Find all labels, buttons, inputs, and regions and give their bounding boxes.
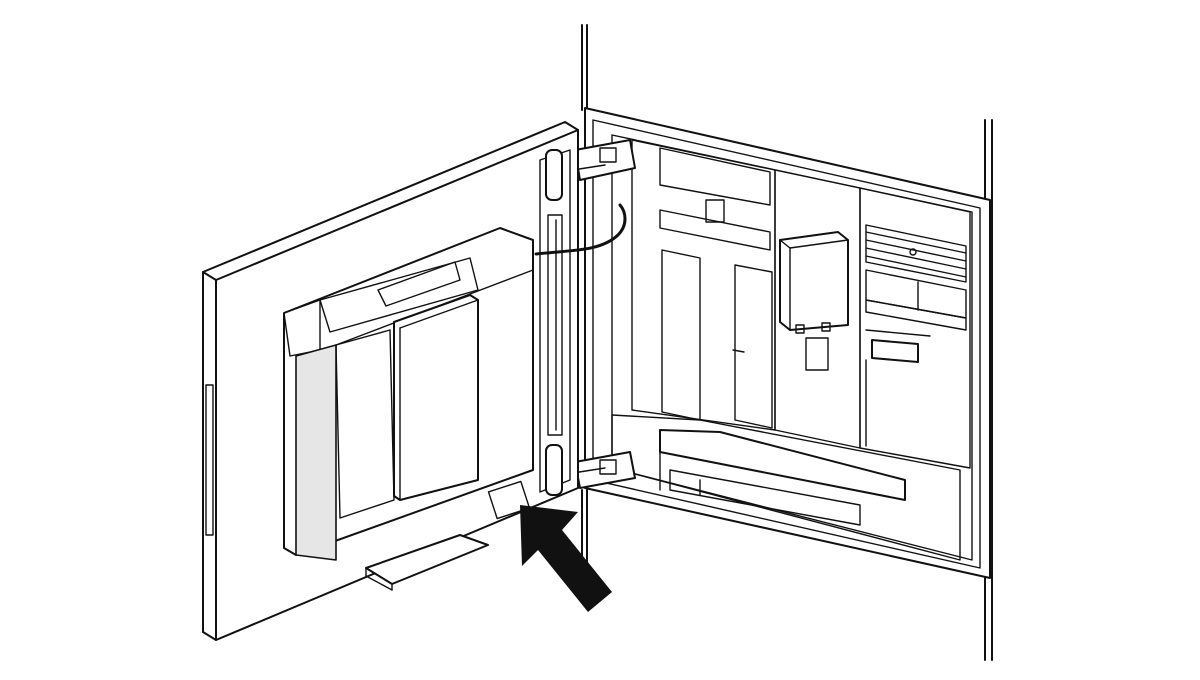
cabinet-frame bbox=[584, 107, 991, 579]
release-button bbox=[487, 480, 531, 520]
pull-tab bbox=[365, 534, 489, 585]
arrow-icon bbox=[520, 505, 612, 612]
column-notch bbox=[732, 349, 745, 353]
door bbox=[202, 121, 627, 641]
module-left-face bbox=[295, 344, 337, 561]
module-mid-face bbox=[335, 329, 395, 519]
connector-b bbox=[821, 322, 831, 332]
bottom-hinge-slot bbox=[545, 444, 563, 496]
door-top-edge bbox=[215, 129, 579, 281]
vent-line-1 bbox=[865, 231, 967, 254]
vent-screw bbox=[909, 248, 917, 256]
vent-line-3 bbox=[865, 247, 967, 270]
door-top-corner bbox=[202, 271, 217, 281]
bracket-ledge bbox=[865, 329, 931, 337]
top-hinge-screw bbox=[599, 147, 617, 163]
cabinet-frame-inner bbox=[592, 119, 981, 569]
rail-channel bbox=[547, 214, 563, 436]
pull-tab-bottom bbox=[365, 575, 393, 591]
tray-front bbox=[659, 429, 906, 501]
small-switch bbox=[705, 199, 725, 223]
base-plate bbox=[669, 469, 861, 526]
connecting-cable bbox=[534, 203, 627, 256]
pointer-arrow bbox=[520, 505, 612, 612]
ledge-left bbox=[659, 209, 771, 251]
control-box bbox=[779, 231, 849, 331]
panel-b bbox=[865, 299, 967, 331]
column-left-b bbox=[734, 264, 773, 429]
cabinet bbox=[559, 24, 993, 661]
module-upper-step bbox=[319, 257, 479, 333]
module-upper-tab bbox=[377, 261, 461, 307]
top-shelf-left bbox=[659, 147, 771, 206]
cable-plug bbox=[805, 337, 829, 371]
recessed-panel-top bbox=[399, 299, 479, 329]
bottom-hinge-screw bbox=[599, 459, 617, 475]
side-bracket bbox=[871, 339, 919, 363]
control-box-edge bbox=[779, 239, 791, 249]
door-handle-slot bbox=[205, 384, 214, 536]
top-hinge-slot bbox=[545, 149, 563, 201]
vent-block bbox=[865, 224, 967, 283]
control-box-top bbox=[789, 239, 849, 249]
connector-a bbox=[795, 324, 805, 334]
vent-line-4 bbox=[865, 255, 967, 278]
right-column bbox=[859, 187, 971, 469]
